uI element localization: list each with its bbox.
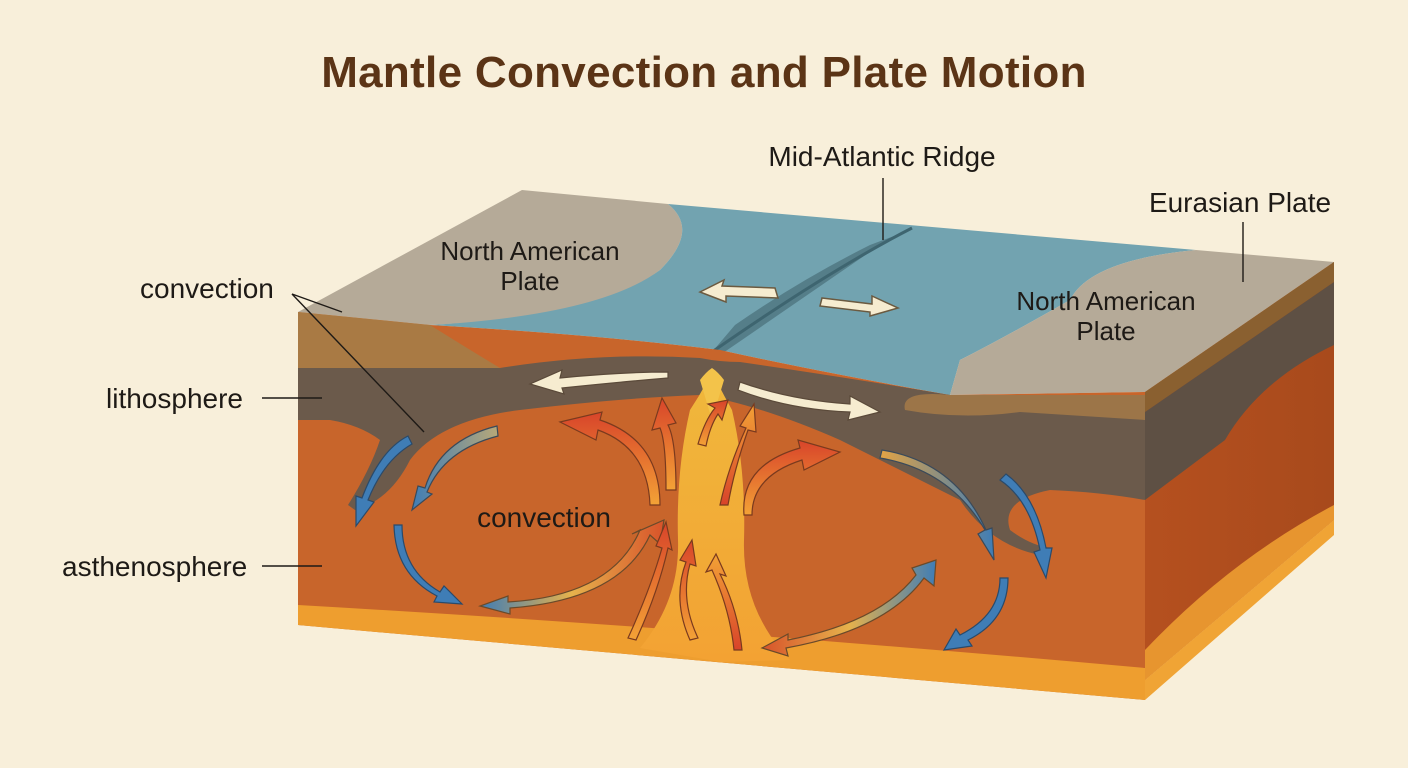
plate-motion-arrow-left [698,278,780,304]
right-cell-arrows [697,399,1053,657]
asthenosphere-label: asthenosphere [62,551,247,582]
lithosphere-arrow-left [528,368,669,395]
right-plate-label-line1: North American [1016,286,1195,316]
plate-motion-arrow-right [819,294,901,317]
page-title: Mantle Convection and Plate Motion [321,48,1087,97]
convection-top-label: convection [140,273,274,304]
left-cell-arrows [355,396,699,641]
convection-center-label: convection [477,502,611,533]
left-continent-top [298,190,683,325]
convection-leader-2 [291,293,425,433]
top-surface [298,190,1334,395]
ocean-top [430,204,1196,395]
ridge-crest [712,230,910,355]
right-side-face [1145,262,1334,700]
convection-arrows [355,278,1053,657]
right-continent-top [950,250,1334,395]
ridge-label: Mid-Atlantic Ridge [768,141,995,172]
eurasian-plate-label: Eurasian Plate [1149,187,1331,218]
leader-lines [262,178,1244,567]
lithosphere-arrow-right [737,381,882,421]
lithosphere-label: lithosphere [106,383,243,414]
right-plate-label-line2: Plate [1076,316,1135,346]
left-plate-label-line2: Plate [500,266,559,296]
left-plate-label-line1: North American [440,236,619,266]
convection-leader-1 [291,293,343,313]
mantle-plume [640,372,790,662]
